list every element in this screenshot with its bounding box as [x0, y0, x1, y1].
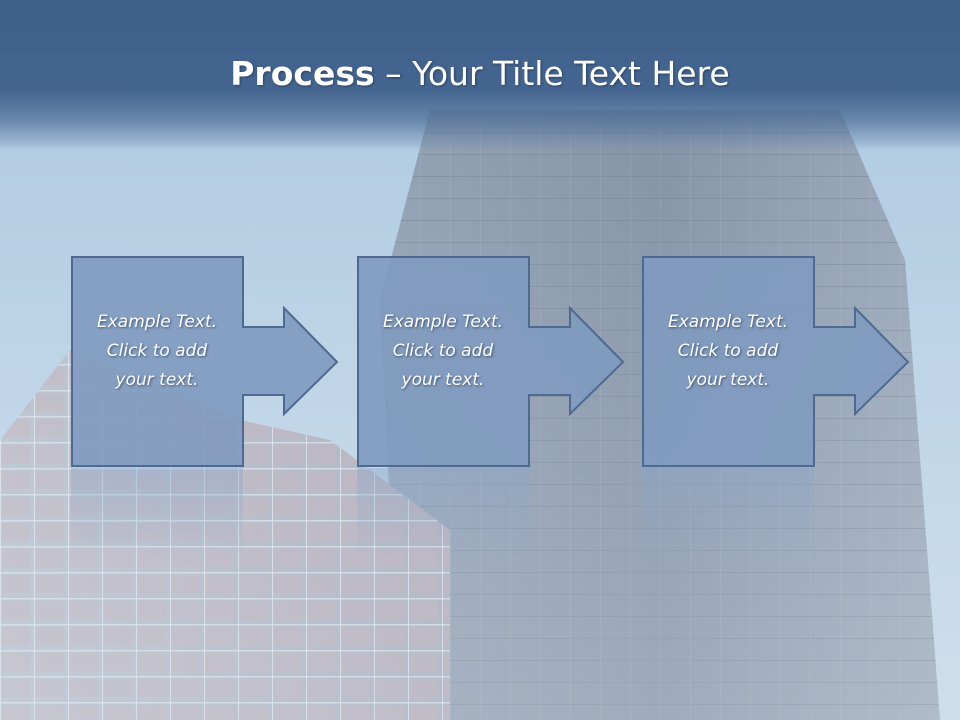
slide-title[interactable]: Process – Your Title Text Here	[0, 52, 960, 96]
process-step-1[interactable]: Example Text. Click to add your text.	[71, 256, 341, 468]
step-text[interactable]: Example Text. Click to add your text.	[382, 312, 504, 390]
step-reflection	[642, 468, 814, 558]
process-step-2[interactable]: Example Text. Click to add your text.	[357, 256, 627, 468]
step-arrow-shape	[357, 256, 625, 467]
step-reflection	[357, 468, 529, 558]
step-arrow-shape	[71, 256, 339, 467]
title-band	[0, 0, 960, 150]
step-arrow-shape	[642, 256, 910, 467]
step-text[interactable]: Example Text. Click to add your text.	[96, 312, 218, 390]
step-reflection	[71, 468, 243, 558]
title-rest: – Your Title Text Here	[374, 54, 730, 93]
step-text[interactable]: Example Text. Click to add your text.	[667, 312, 789, 390]
title-bold: Process	[230, 54, 375, 93]
process-step-3[interactable]: Example Text. Click to add your text.	[642, 256, 912, 468]
